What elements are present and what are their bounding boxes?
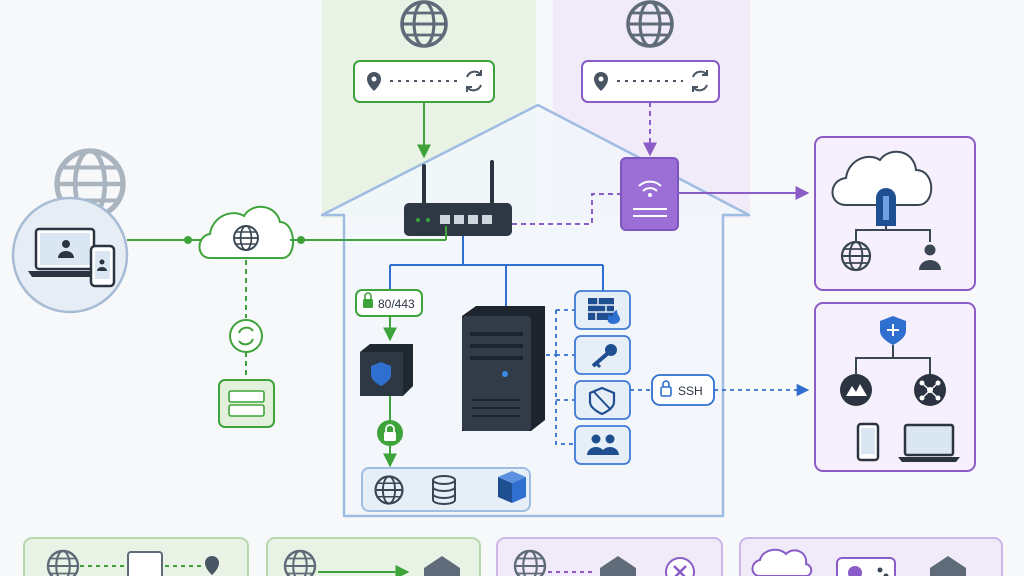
refresh-icon: [229, 319, 263, 353]
box-icon: [498, 471, 526, 503]
network-icon: [914, 374, 946, 406]
cloud-icon: [831, 150, 933, 206]
refresh-icon: [692, 70, 708, 92]
router-icon: [404, 160, 512, 236]
services-tray: [361, 467, 531, 512]
laptop-icon: [28, 227, 102, 277]
storage-icon: [218, 379, 275, 428]
storage-icon: [127, 551, 163, 576]
cloud-access-panel: [814, 136, 976, 291]
security-appliance: [360, 344, 413, 396]
bottom-panel-2: [266, 537, 481, 576]
cloud-icon: [198, 206, 295, 259]
firewall-icon: [574, 290, 631, 330]
user-icon: [919, 244, 941, 270]
refresh-icon: [466, 70, 482, 92]
location-refresh-box-purple: [581, 60, 720, 103]
bottom-panel-1: [23, 537, 249, 576]
phone-icon: [856, 422, 880, 462]
house-icon: [424, 556, 460, 576]
bottom-panel-3: [496, 537, 723, 576]
remote-network-panel: [814, 302, 976, 472]
port-label: 80/443: [378, 297, 415, 311]
ssh-badge: SSH: [651, 374, 715, 406]
cloud-icon: [751, 548, 813, 576]
lock-icon: [377, 420, 403, 446]
house-icon: [600, 556, 636, 576]
bottom-panel-4: [739, 537, 1003, 576]
laptop-icon: [898, 423, 960, 462]
mountain-node-icon: [840, 374, 872, 406]
users-icon: [574, 425, 631, 465]
location-pin-icon: [205, 556, 219, 575]
port-badge: 80/443: [355, 289, 423, 317]
database-icon: [432, 475, 456, 505]
phone-icon: [89, 244, 116, 288]
shield-icon: [371, 362, 391, 386]
ssh-label: SSH: [678, 384, 703, 398]
house-icon: [930, 556, 966, 576]
server-icon: [462, 306, 545, 431]
close-icon: [665, 557, 695, 576]
key-icon: [574, 335, 631, 375]
shield-icon: [574, 380, 631, 420]
location-refresh-box-green: [353, 60, 495, 103]
wifi-access-point-icon: [620, 157, 679, 231]
